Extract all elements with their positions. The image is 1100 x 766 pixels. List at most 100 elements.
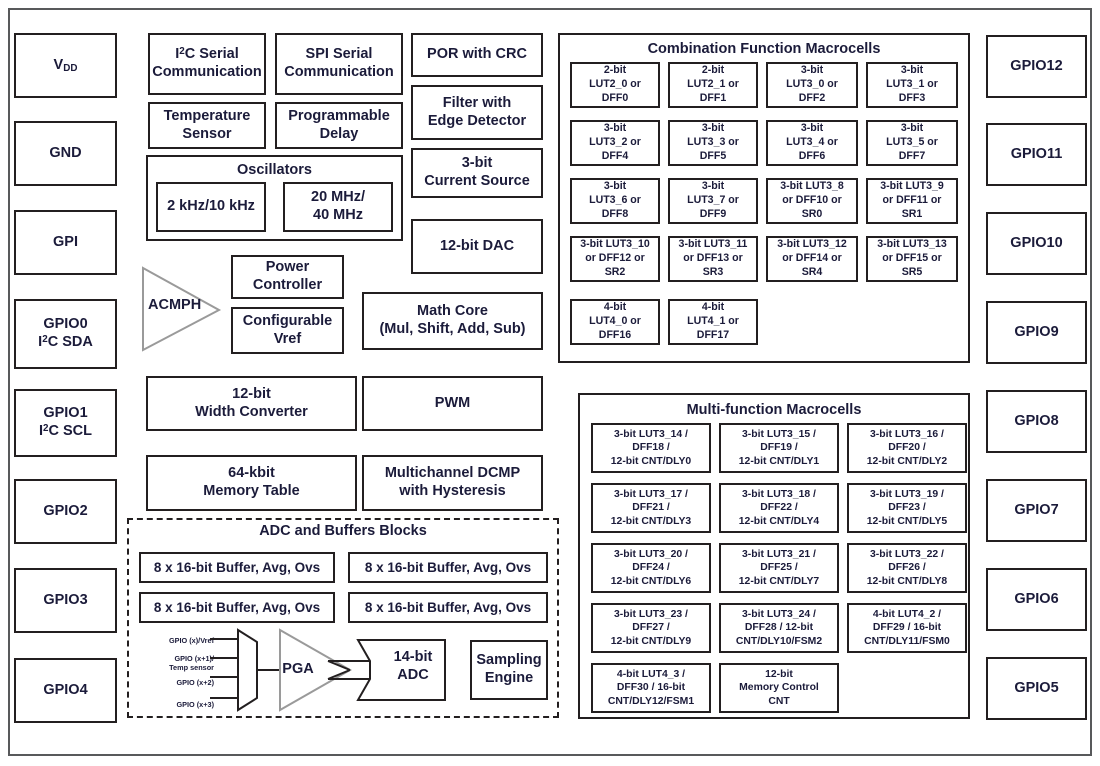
- block-12bit-dac[interactable]: 12-bit DAC: [411, 219, 543, 274]
- pin-gnd[interactable]: GND: [14, 121, 117, 186]
- pin-gpio2[interactable]: GPIO2: [14, 479, 117, 544]
- buffer-block-1[interactable]: 8 x 16-bit Buffer, Avg, Ovs: [139, 552, 335, 583]
- block-math-core-label: Math Core(Mul, Shift, Add, Sub): [379, 303, 526, 337]
- block-pwm[interactable]: PWM: [362, 376, 543, 431]
- macrocell-lut3-23[interactable]: 3-bit LUT3_23 /DFF27 /12-bit CNT/DLY9: [591, 603, 711, 653]
- buffer-block-2[interactable]: 8 x 16-bit Buffer, Avg, Ovs: [348, 552, 548, 583]
- macrocell-lut3-14[interactable]: 3-bit LUT3_14 /DFF18 /12-bit CNT/DLY0: [591, 423, 711, 473]
- group-multifunction-title: Multi-function Macrocells: [686, 402, 862, 418]
- macrocell-lut3-16-label: 3-bit LUT3_16 /DFF20 /12-bit CNT/DLY2: [866, 428, 948, 467]
- block-osc-20mhz-40mhz[interactable]: 20 MHz/40 MHz: [283, 182, 393, 232]
- macrocell-lut3-16[interactable]: 3-bit LUT3_16 /DFF20 /12-bit CNT/DLY2: [847, 423, 967, 473]
- pin-gpio9[interactable]: GPIO9: [986, 301, 1087, 364]
- pin-gpio10[interactable]: GPIO10: [986, 212, 1087, 275]
- pin-gpio8-label: GPIO8: [1014, 412, 1059, 429]
- macrocell-lut3-21-label: 3-bit LUT3_21 /DFF25 /12-bit CNT/DLY7: [738, 548, 820, 587]
- macrocell-lut3-19[interactable]: 3-bit LUT3_19 /DFF23 /12-bit CNT/DLY5: [847, 483, 967, 533]
- pin-gpio11-label: GPIO11: [1010, 145, 1063, 162]
- block-osc-2khz-10khz[interactable]: 2 kHz/10 kHz: [156, 182, 266, 232]
- macrocell-lut3-15-label: 3-bit LUT3_15 /DFF19 /12-bit CNT/DLY1: [738, 428, 820, 467]
- macrocell-lut3-22[interactable]: 3-bit LUT3_22 /DFF26 /12-bit CNT/DLY8: [847, 543, 967, 593]
- mux-input-label-2: GPIO (x+2): [176, 678, 214, 687]
- macrocell-lut3-17[interactable]: 3-bit LUT3_17 /DFF21 /12-bit CNT/DLY3: [591, 483, 711, 533]
- pin-gpio12[interactable]: GPIO12: [986, 35, 1087, 98]
- block-osc-low-label: 2 kHz/10 kHz: [167, 198, 255, 215]
- pin-vdd[interactable]: VDD: [14, 33, 117, 98]
- macrocell-lut3-18[interactable]: 3-bit LUT3_18 /DFF22 /12-bit CNT/DLY4: [719, 483, 839, 533]
- buffer-block-3[interactable]: 8 x 16-bit Buffer, Avg, Ovs: [139, 592, 335, 623]
- macrocell-lut3-22-label: 3-bit LUT3_22 /DFF26 /12-bit CNT/DLY8: [866, 548, 948, 587]
- buffer-block-4[interactable]: 8 x 16-bit Buffer, Avg, Ovs: [348, 592, 548, 623]
- macrocell-lut3-17-label: 3-bit LUT3_17 /DFF21 /12-bit CNT/DLY3: [610, 488, 692, 527]
- block-por-with-crc[interactable]: POR with CRC: [411, 33, 543, 77]
- pin-gpio7[interactable]: GPIO7: [986, 479, 1087, 542]
- pin-gpi[interactable]: GPI: [14, 210, 117, 275]
- macrocell-lut3-21[interactable]: 3-bit LUT3_21 /DFF25 /12-bit CNT/DLY7: [719, 543, 839, 593]
- block-por-crc-label: POR with CRC: [427, 46, 527, 63]
- pin-gpio6[interactable]: GPIO6: [986, 568, 1087, 631]
- macrocell-lut3-20[interactable]: 3-bit LUT3_20 /DFF24 /12-bit CNT/DLY6: [591, 543, 711, 593]
- pin-gpio11[interactable]: GPIO11: [986, 123, 1087, 186]
- block-dac-label: 12-bit DAC: [439, 237, 515, 254]
- pin-gpio4[interactable]: GPIO4: [14, 658, 117, 723]
- pin-gpio3[interactable]: GPIO3: [14, 568, 117, 633]
- pin-gpio5[interactable]: GPIO5: [986, 657, 1087, 720]
- pin-gpi-label: GPI: [53, 233, 78, 250]
- block-math-core[interactable]: Math Core(Mul, Shift, Add, Sub): [362, 292, 543, 350]
- mux-input-label-1: GPIO (x+1)/Temp sensor: [169, 654, 214, 673]
- comparator-acmph[interactable]: [140, 265, 222, 353]
- pin-gpio8[interactable]: GPIO8: [986, 390, 1087, 453]
- macrocell-lut3-20-label: 3-bit LUT3_20 /DFF24 /12-bit CNT/DLY6: [610, 548, 692, 587]
- pin-gpio12-label: GPIO12: [1010, 57, 1063, 74]
- macrocell-lut3-15[interactable]: 3-bit LUT3_15 /DFF19 /12-bit CNT/DLY1: [719, 423, 839, 473]
